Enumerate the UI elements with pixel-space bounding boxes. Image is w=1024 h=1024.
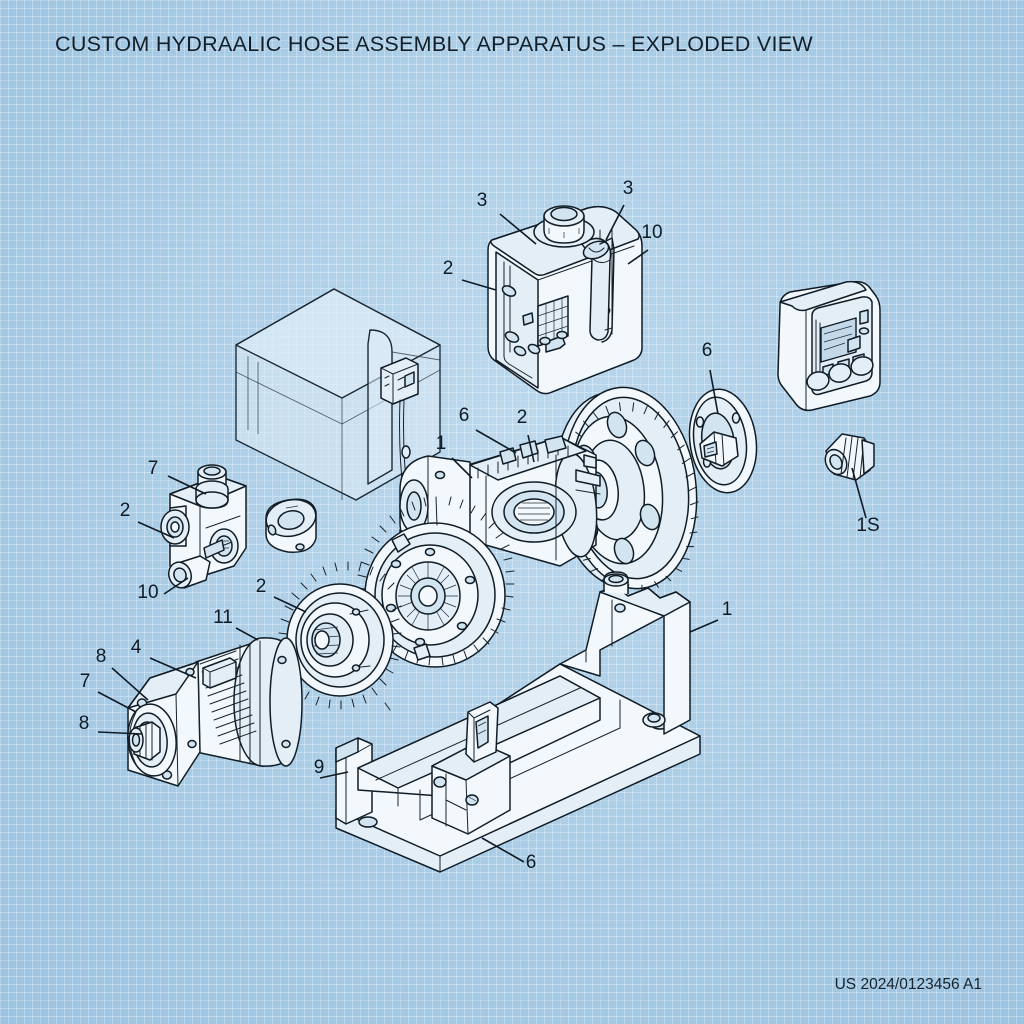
motor-output-shaft: [127, 703, 177, 777]
callout-3-reservoir-housing: 3: [477, 190, 488, 211]
callout-10-valve-lower-port: 10: [137, 582, 158, 603]
planet-carrier: [467, 435, 601, 567]
reservoir-sight-tube: [581, 237, 615, 343]
electric-motor: [127, 637, 303, 787]
callout-2-reservoir-side-panel: 2: [443, 258, 454, 279]
cover-housing: [235, 288, 444, 622]
callout-2-planet-carrier: 2: [517, 407, 528, 428]
quick-coupler-fitting: [824, 433, 875, 481]
reservoir-filler-cap: [533, 205, 595, 248]
valve-port: [195, 464, 229, 509]
base-right-support: [559, 571, 691, 735]
valve-left-port: [160, 505, 190, 547]
control-panel: [777, 280, 881, 412]
callout-10-reservoir-sight-tube: 10: [641, 222, 662, 243]
callout-1-gear-housing-flange: 1: [436, 433, 447, 454]
bushing-collar: [265, 498, 317, 553]
callout-6-coupling-disc: 6: [702, 340, 713, 361]
callout-8-motor-mount-hole: 8: [96, 646, 107, 667]
callout-3-reservoir-filler-neck: 3: [623, 178, 634, 199]
reservoir-unit: [487, 205, 643, 395]
callout-2-valve-block: 2: [120, 500, 131, 521]
callout-1S-quick-coupler-fitting: 1S: [856, 515, 879, 536]
base-carriage: [431, 701, 511, 835]
clutch-plate: [356, 496, 515, 668]
cover-connector: [380, 357, 419, 405]
callout-7-motor-face-plate: 7: [80, 671, 91, 692]
callout-11-motor-flange: 11: [213, 607, 233, 628]
pinion-gear: [277, 561, 402, 711]
callout-1-base-frame: 1: [722, 599, 733, 620]
page-title: CUSTOM HYDRAALIC HOSE ASSEMBLY APPARATUS…: [55, 32, 813, 56]
publication-number: US 2024/0123456 A1: [834, 976, 982, 993]
motor-flange: [261, 637, 303, 767]
valve-block: [160, 464, 247, 589]
coupling-disc: [688, 388, 758, 494]
callout-layer: [97, 204, 867, 863]
callout-6-gear-hub-collar: 6: [459, 405, 470, 426]
callout-2-pinion-gear: 2: [256, 576, 267, 597]
base-frame: [335, 571, 701, 873]
callout-4-motor-body: 4: [131, 637, 142, 658]
callout-9-base-rail: 9: [314, 757, 325, 778]
callout-6-base-foot: 6: [526, 852, 537, 873]
callout-8-motor-output-shaft: 8: [79, 713, 90, 734]
callout-7-valve-port: 7: [148, 458, 159, 479]
